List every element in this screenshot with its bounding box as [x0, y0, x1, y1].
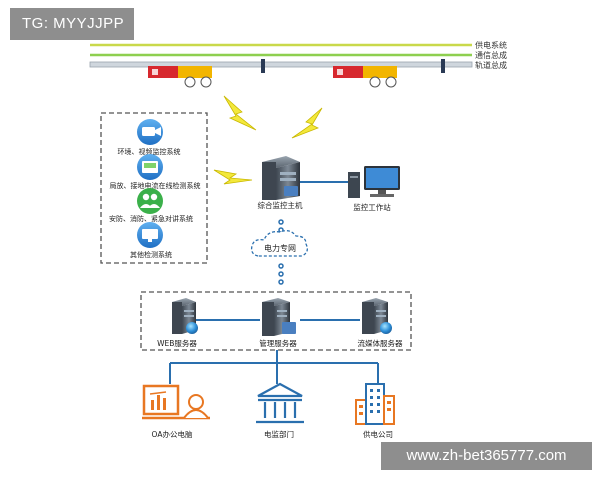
people-icon	[137, 188, 163, 214]
office-building-icon	[355, 383, 395, 425]
subsystem-label-3: 安防、消防、紧急对讲系统	[109, 214, 193, 223]
robot-wheel	[385, 76, 397, 88]
robot-marker	[152, 69, 158, 75]
wireless-lightning-icon	[223, 95, 257, 131]
monitoring-host-server	[262, 156, 300, 200]
host-label: 综合监控主机	[258, 200, 303, 210]
wireless-lightning-icon	[291, 107, 323, 139]
track-lines	[89, 43, 473, 73]
distribution-tree	[169, 350, 379, 384]
web-server	[172, 298, 198, 334]
rail-robot-1	[148, 66, 212, 88]
camera-icon	[137, 119, 163, 145]
streaming-server-label: 流媒体服务器	[358, 338, 403, 348]
workstation-label: 监控工作站	[353, 202, 391, 212]
rail-support	[261, 59, 265, 73]
power-company-label: 供电公司	[363, 429, 393, 439]
power-network-cloud	[250, 230, 308, 257]
office-computer-icon	[142, 384, 210, 420]
meter-icon	[137, 154, 163, 180]
wireless-lightning-icon	[213, 169, 253, 185]
globe-icon	[380, 322, 392, 334]
regulatory-dept-label: 电监部门	[264, 429, 294, 439]
label-rail-assembly: 轨道总成	[475, 60, 507, 70]
robot-wheel	[200, 76, 212, 88]
subsystem-label-4: 其他检测系统	[130, 250, 172, 259]
monitor-icon	[137, 222, 163, 248]
subsystem-label-1: 环境、视频监控系统	[118, 147, 181, 156]
office-computer-label: OA办公电脑	[152, 429, 193, 439]
watermark-top: TG: MYYJJPP	[10, 8, 134, 40]
globe-icon	[186, 322, 198, 334]
robot-body-yellow	[363, 66, 397, 78]
web-server-label: WEB服务器	[157, 338, 197, 348]
robot-wheel	[184, 76, 196, 88]
rail-robot-2	[333, 66, 397, 88]
robot-marker	[337, 69, 343, 75]
network-label: 电力专网	[264, 243, 296, 253]
government-building-icon	[256, 382, 304, 424]
streaming-server	[362, 298, 392, 334]
management-server-label: 管理服务器	[259, 338, 297, 348]
rail-line	[89, 61, 473, 68]
label-comm-assembly: 通信总成	[475, 50, 507, 60]
subsystems-group	[100, 112, 208, 264]
rail-support	[441, 59, 445, 73]
host-network-dots	[278, 219, 284, 233]
robot-wheel	[369, 76, 381, 88]
network-servers-dots	[278, 263, 284, 285]
watermark-bottom: www.zh-bet365777.com	[381, 442, 592, 470]
workstation-computer	[348, 166, 400, 198]
management-server	[262, 298, 296, 336]
subsystem-label-2: 局放、接地电流在线检测系统	[110, 181, 201, 190]
label-power-system: 供电系统	[475, 40, 507, 50]
robot-body-yellow	[178, 66, 212, 78]
servers-group	[140, 291, 412, 351]
